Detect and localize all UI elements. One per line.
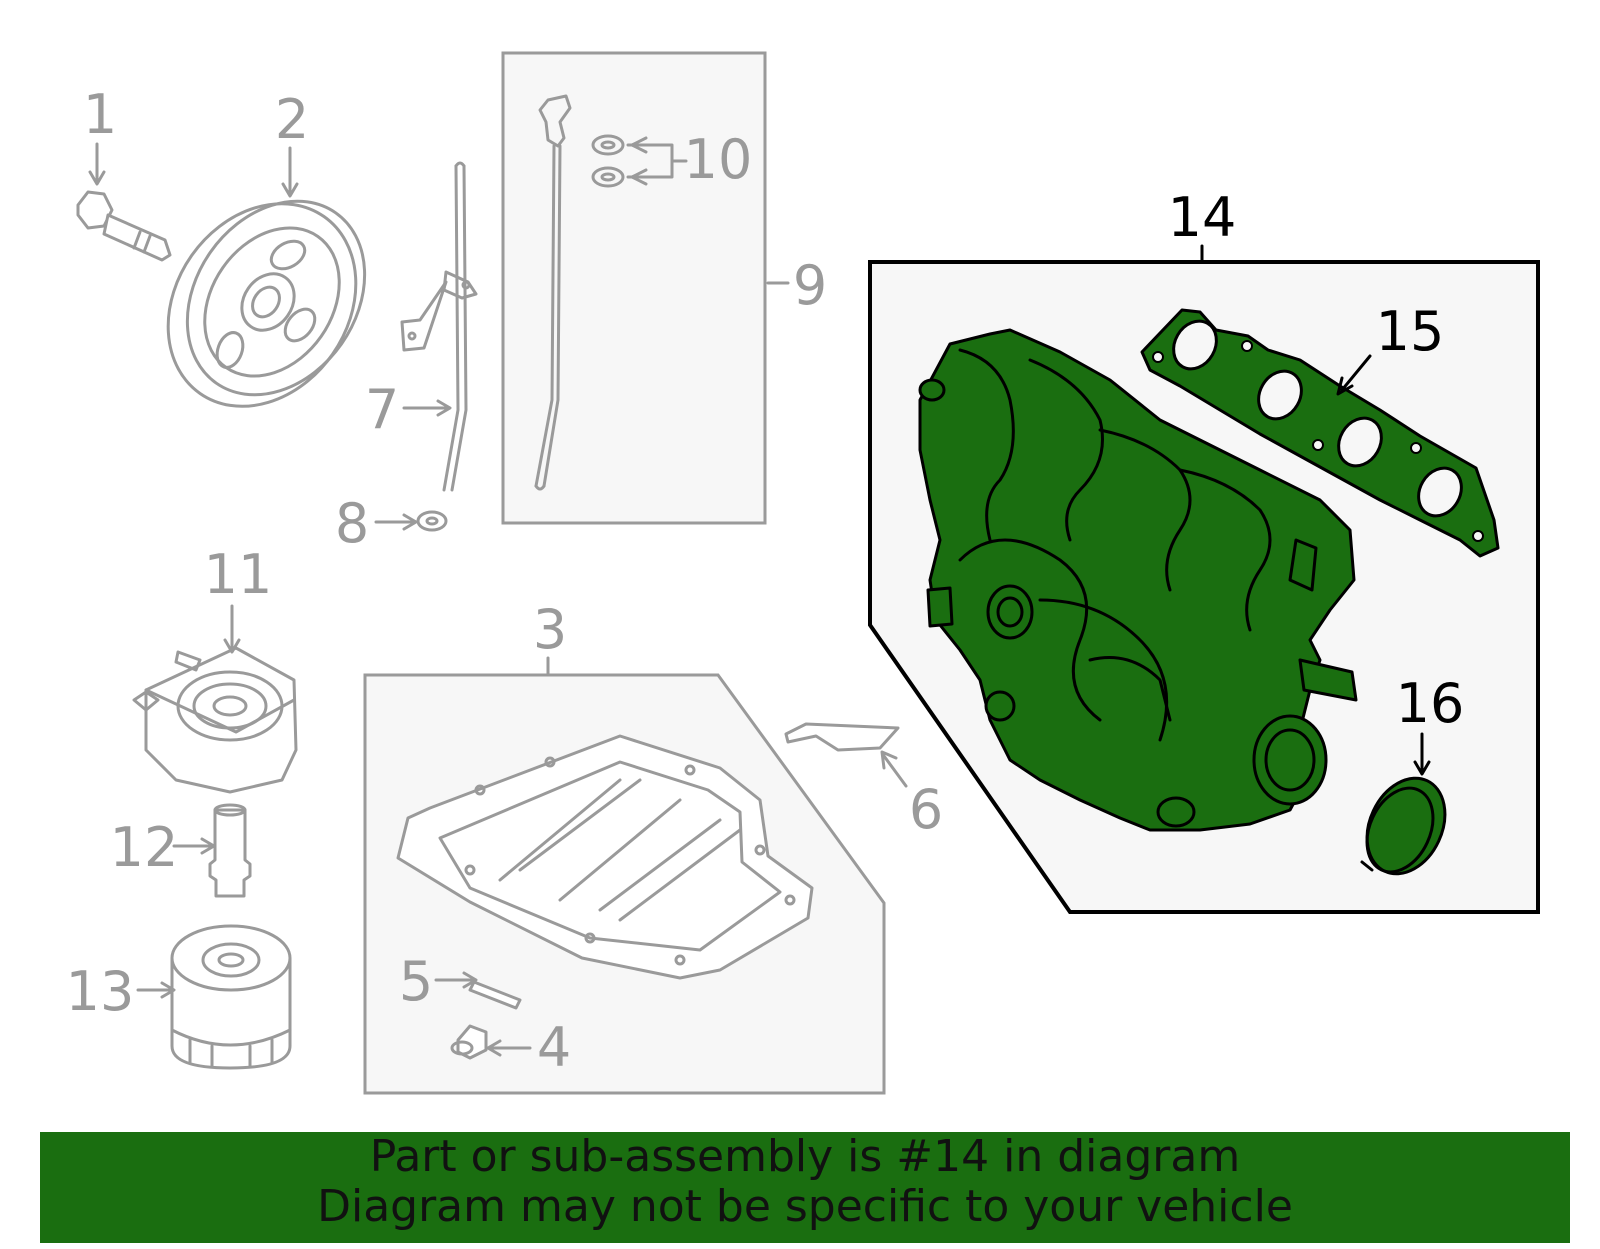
part-8-washer — [416, 510, 448, 532]
callout-12: 12 — [110, 816, 179, 879]
callout-8: 8 — [335, 492, 369, 555]
part-4-drain-plug — [450, 1024, 488, 1060]
callout-10: 10 — [684, 128, 753, 191]
part-2-bolt — [76, 190, 172, 262]
part-14-intake-manifold — [918, 328, 1358, 832]
banner-line-2: Diagram may not be specific to your vehi… — [317, 1181, 1293, 1232]
callout-9: 9 — [793, 254, 827, 317]
part-11-oil-cooler — [132, 646, 298, 794]
part-7-dipstick-tube — [400, 161, 478, 492]
callout-16: 16 — [1396, 672, 1465, 735]
info-banner: Part or sub-assembly is #14 in diagram D… — [40, 1132, 1570, 1243]
callout-4: 4 — [537, 1016, 571, 1079]
part-12-fitting — [208, 803, 252, 898]
callout-5: 5 — [399, 950, 433, 1013]
callout-6: 6 — [909, 778, 943, 841]
banner-line-1: Part or sub-assembly is #14 in diagram — [369, 1131, 1241, 1182]
part-6-bracket — [784, 722, 900, 752]
callout-15: 15 — [1376, 300, 1445, 363]
callout-7: 7 — [365, 378, 399, 441]
callout-14: 14 — [1168, 186, 1237, 249]
callout-13: 13 — [66, 960, 135, 1023]
callout-11: 11 — [204, 543, 273, 606]
part-16-cap — [1360, 776, 1447, 876]
part-3-oil-pan — [396, 734, 814, 980]
part-1-pulley — [166, 199, 367, 408]
callout-3: 3 — [533, 598, 567, 661]
leader-lines — [88, 136, 1431, 1057]
part-15-gasket — [1140, 308, 1500, 558]
part-9-dipstick — [534, 94, 572, 491]
part-13-oil-filter — [170, 924, 292, 1070]
part-5-dowel — [468, 980, 522, 1010]
callout-1: 2 — [275, 88, 309, 151]
callout-2: 1 — [83, 83, 117, 146]
